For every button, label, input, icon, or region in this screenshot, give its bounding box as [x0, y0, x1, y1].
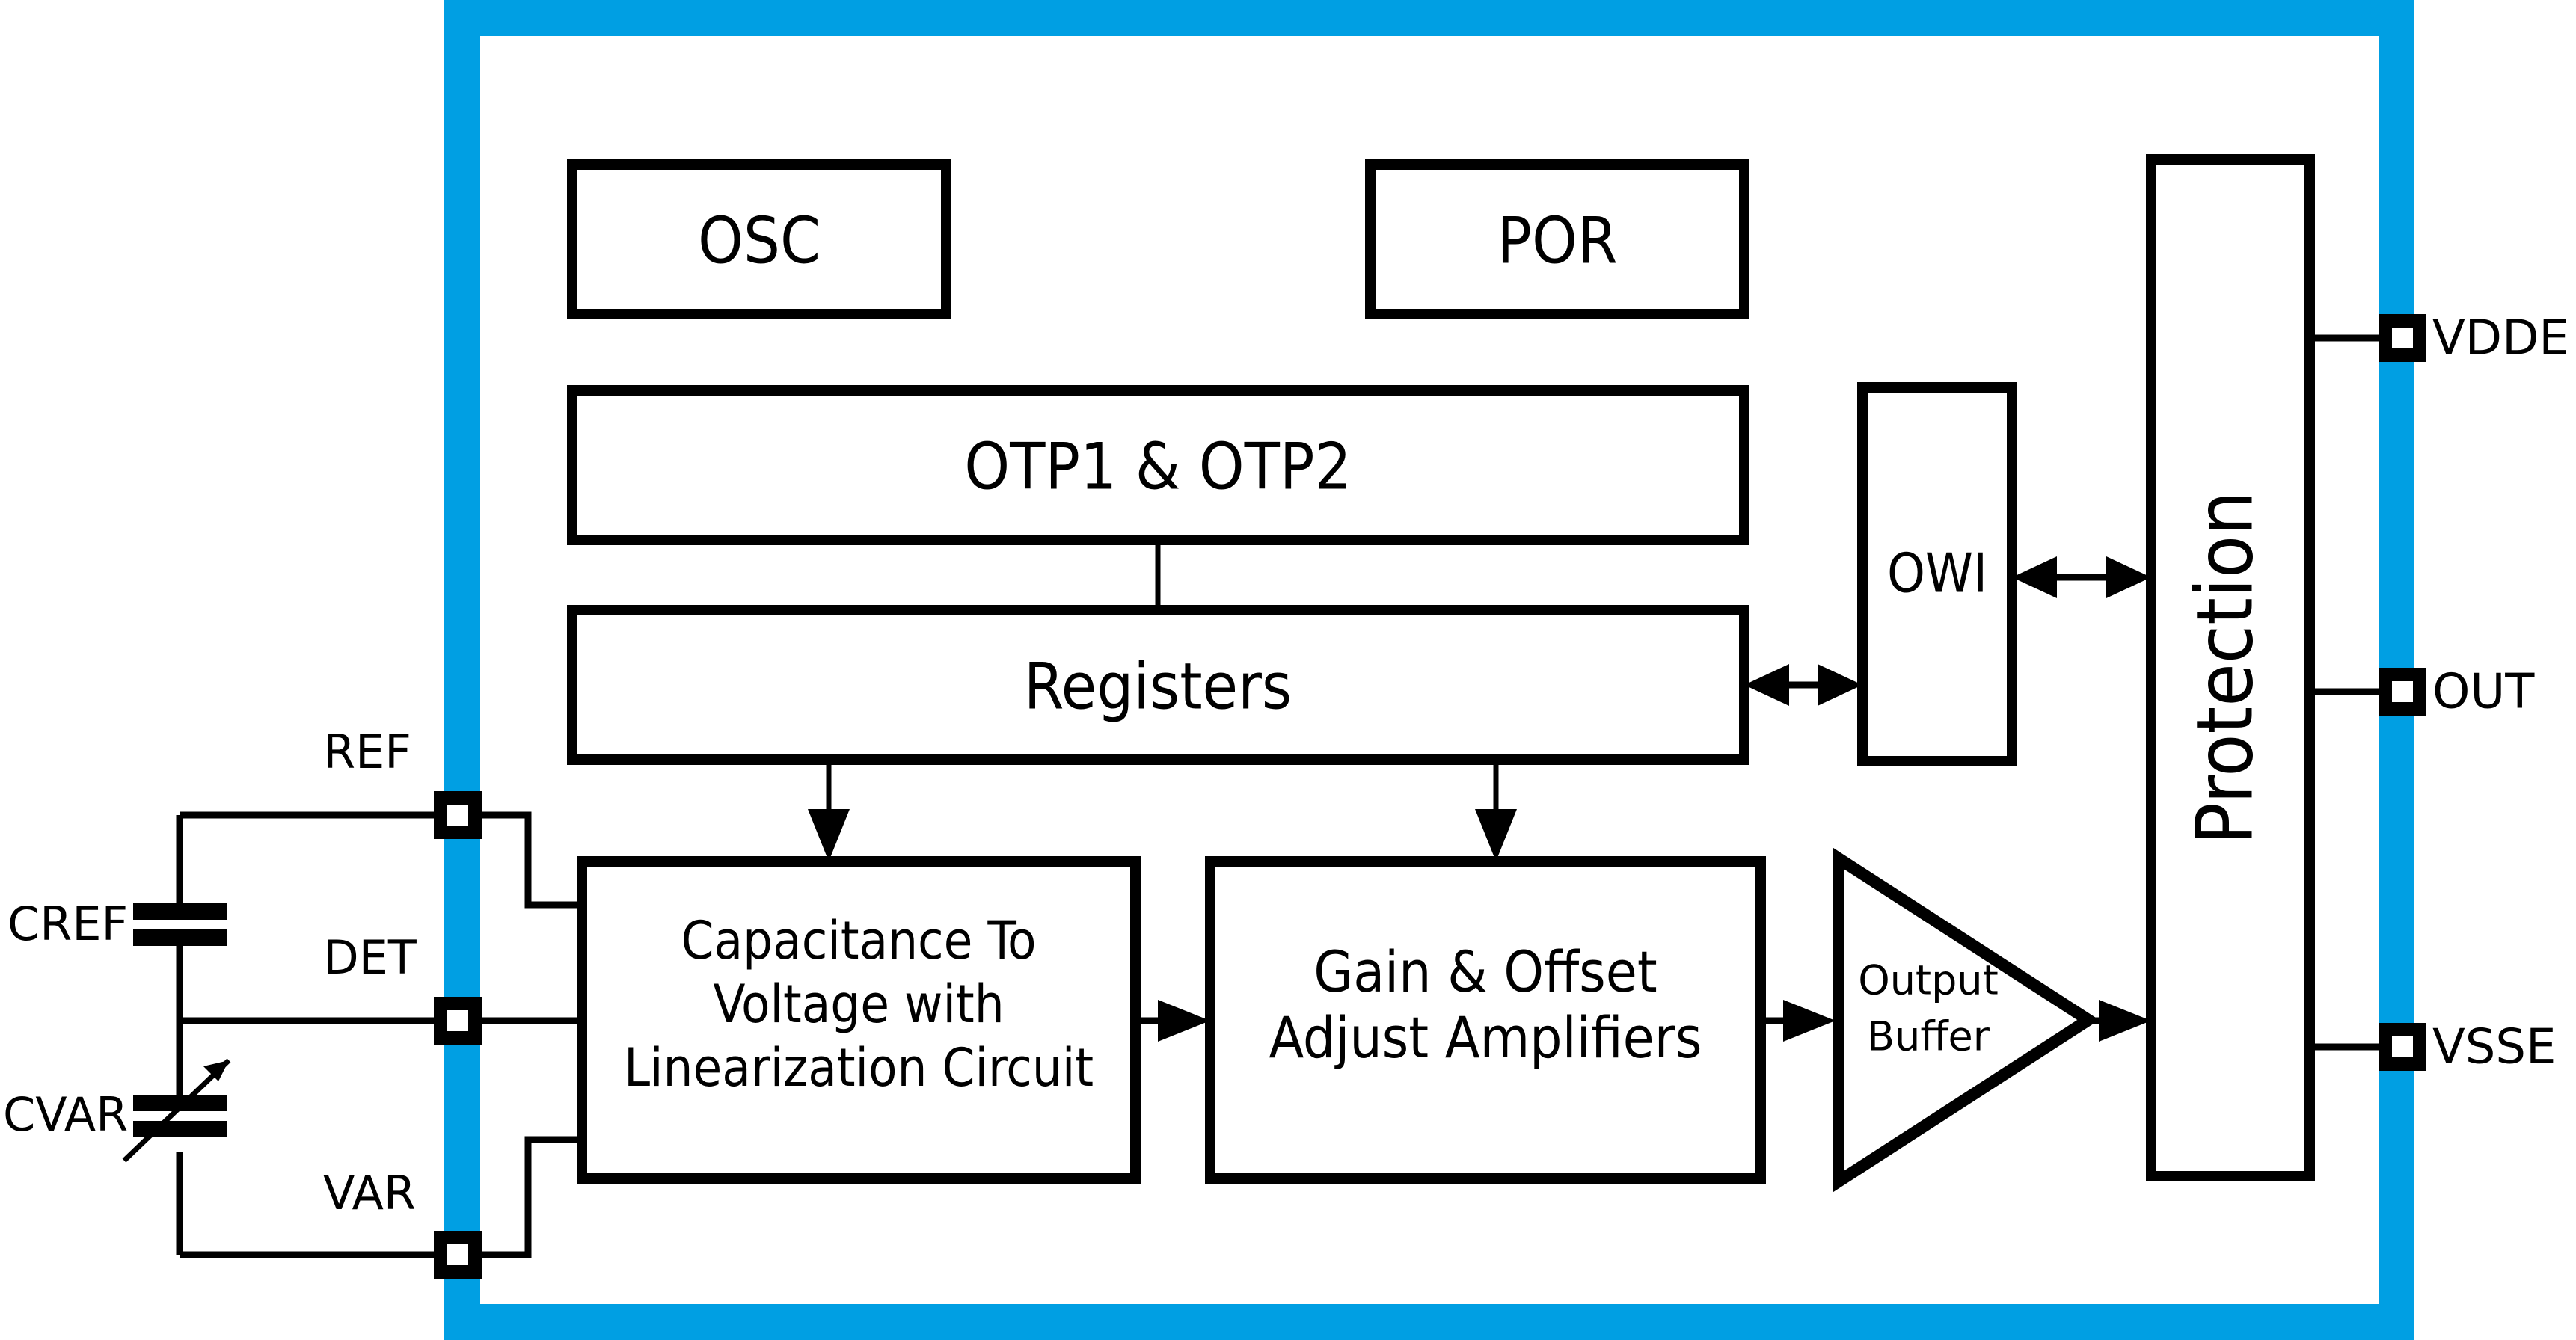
- block-output-buffer-label-line2: Buffer: [1867, 1013, 1990, 1060]
- pin-label-vsse: VSSE: [2432, 1020, 2556, 1075]
- block-por[interactable]: [1365, 159, 1749, 319]
- pin-pad-out: [2379, 668, 2426, 716]
- arrowhead-gain-top: [1475, 809, 1517, 861]
- cvar-label: CVAR: [3, 1087, 128, 1142]
- block-otp-label: OTP1 & OTP2: [964, 429, 1351, 504]
- cvar-variability-arrow-shaft: [122, 1058, 231, 1163]
- wire-var-to-c2v: [482, 1136, 582, 1258]
- arrowhead-c2v-top: [808, 809, 850, 861]
- arrowhead-buffer-left: [1783, 1000, 1836, 1042]
- cref-label: CREF: [7, 897, 128, 951]
- block-owi[interactable]: [1857, 382, 2017, 766]
- block-osc-label: OSC: [698, 203, 821, 278]
- cref-capacitor-plate-bottom: [133, 929, 227, 946]
- pin-pad-det: [434, 997, 482, 1045]
- block-gain-label-line2: Adjust Amplifiers: [1269, 1004, 1702, 1071]
- pin-pad-ref: [434, 791, 482, 839]
- block-gain-offset[interactable]: [1205, 856, 1766, 1184]
- block-owi-label: OWI: [1887, 542, 1987, 605]
- arrowhead-gain-left: [1158, 1000, 1210, 1042]
- arrowhead-protection-left: [2106, 556, 2151, 598]
- pin-label-var: VAR: [323, 1166, 416, 1220]
- pin-label-out: OUT: [2432, 665, 2535, 720]
- block-registers-label: Registers: [1024, 649, 1292, 724]
- pin-pad-var: [434, 1231, 482, 1279]
- pin-pad-vsse: [2379, 1023, 2426, 1071]
- block-output-buffer[interactable]: [1833, 847, 2100, 1193]
- arrowhead-owi-left: [1818, 664, 1862, 706]
- block-protection-label: Protection: [2179, 491, 2270, 845]
- block-c2v-label-line2: Voltage with: [713, 974, 1004, 1035]
- block-osc[interactable]: [567, 159, 951, 319]
- pin-label-det: DET: [323, 930, 417, 985]
- block-gain-label-line1: Gain & Offset: [1313, 938, 1657, 1005]
- arrowhead-protection-in: [2099, 1000, 2151, 1042]
- block-capacitance-to-voltage[interactable]: [577, 856, 1141, 1184]
- block-output-buffer-label-line1: Output: [1858, 957, 1999, 1004]
- block-registers[interactable]: [567, 605, 1749, 765]
- block-protection[interactable]: [2146, 154, 2315, 1181]
- pin-label-ref: REF: [323, 725, 411, 779]
- cvar-capacitor-plate-top: [133, 1095, 227, 1111]
- pin-label-vdde: VDDE: [2432, 311, 2569, 366]
- block-c2v-label-line3: Linearization Circuit: [624, 1037, 1094, 1098]
- cvar-capacitor-plate-bottom: [133, 1121, 227, 1137]
- arrowhead-owi-right: [2012, 556, 2057, 598]
- wire-ref-to-c2v: [482, 811, 582, 909]
- pin-pad-vdde: [2379, 314, 2426, 362]
- cvar-variability-arrow-head: [203, 1060, 229, 1081]
- cref-capacitor-plate-top: [133, 903, 227, 920]
- block-por-label: POR: [1497, 203, 1617, 278]
- block-c2v-label-line1: Capacitance To: [681, 910, 1037, 971]
- arrowhead-registers-left: [1744, 664, 1789, 706]
- block-otp[interactable]: [567, 385, 1749, 545]
